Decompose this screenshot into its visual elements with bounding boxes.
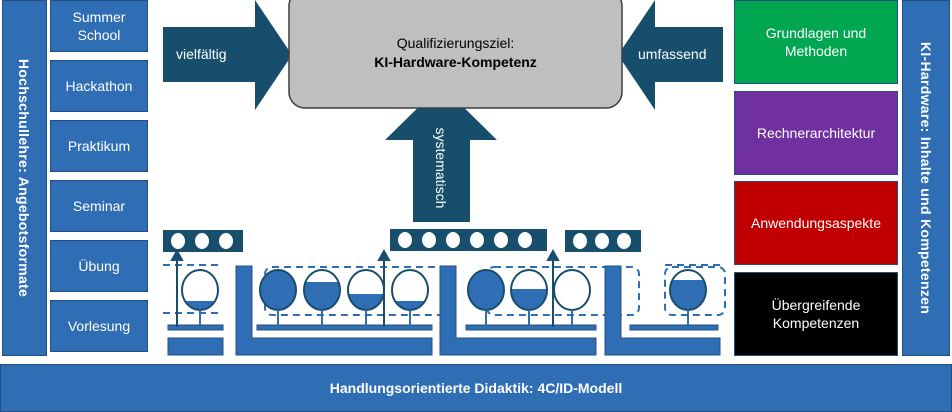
- footer-bar: Handlungsorientierte Didaktik: 4C/ID-Mod…: [0, 364, 952, 412]
- output-bar-1: [163, 230, 243, 252]
- task-class-blocks: [167, 265, 721, 356]
- topic-uebergreifend: Übergreifende Kompetenzen: [734, 272, 898, 356]
- task-circle: [669, 269, 707, 311]
- arrow-right-icon: [163, 0, 292, 110]
- arrow-right-label: umfassend: [638, 46, 707, 62]
- topic-rechnerarchitektur: Rechnerarchitektur: [734, 91, 898, 175]
- goal-line-1: Qualifizierungsziel:: [396, 35, 515, 51]
- arrow-left-label: vielfältig: [176, 46, 227, 62]
- arrow-up-label: systematisch: [433, 127, 449, 209]
- topic-grundlagen: Grundlagen und Methoden: [734, 0, 898, 84]
- goal-box: [288, 0, 623, 109]
- arrow-up-icon: [385, 85, 497, 222]
- left-column-title: Hochschullehre: Angebotsformate: [2, 0, 47, 356]
- task-circle: [303, 269, 341, 311]
- format-seminar: Seminar: [50, 180, 148, 232]
- task-circle: [347, 269, 385, 311]
- format-uebung: Übung: [50, 240, 148, 292]
- output-bar-2: [390, 229, 547, 251]
- arrow-left-icon: [618, 0, 723, 110]
- task-circle: [510, 269, 548, 311]
- right-column-title: KI-Hardware: Inhalte und Kompetenzen: [902, 0, 950, 356]
- task-circle: [181, 269, 219, 311]
- circle-stems: [199, 310, 689, 325]
- topic-anwendungsaspekte: Anwendungsaspekte: [734, 181, 898, 265]
- task-circle: [553, 269, 591, 311]
- learning-task-circles: [181, 269, 707, 311]
- task-circle: [467, 269, 505, 311]
- goal-text: Qualifizierungsziel: KI-Hardware-Kompete…: [289, 34, 622, 72]
- feedback-arrows: [170, 248, 560, 327]
- format-hackathon: Hackathon: [50, 60, 148, 112]
- format-vorlesung: Vorlesung: [50, 300, 148, 352]
- goal-line-2: KI-Hardware-Kompetenz: [374, 54, 537, 70]
- format-summer-school: Summer School: [50, 0, 148, 52]
- output-bar-3: [565, 230, 641, 252]
- task-circle: [391, 269, 429, 311]
- format-praktikum: Praktikum: [50, 120, 148, 172]
